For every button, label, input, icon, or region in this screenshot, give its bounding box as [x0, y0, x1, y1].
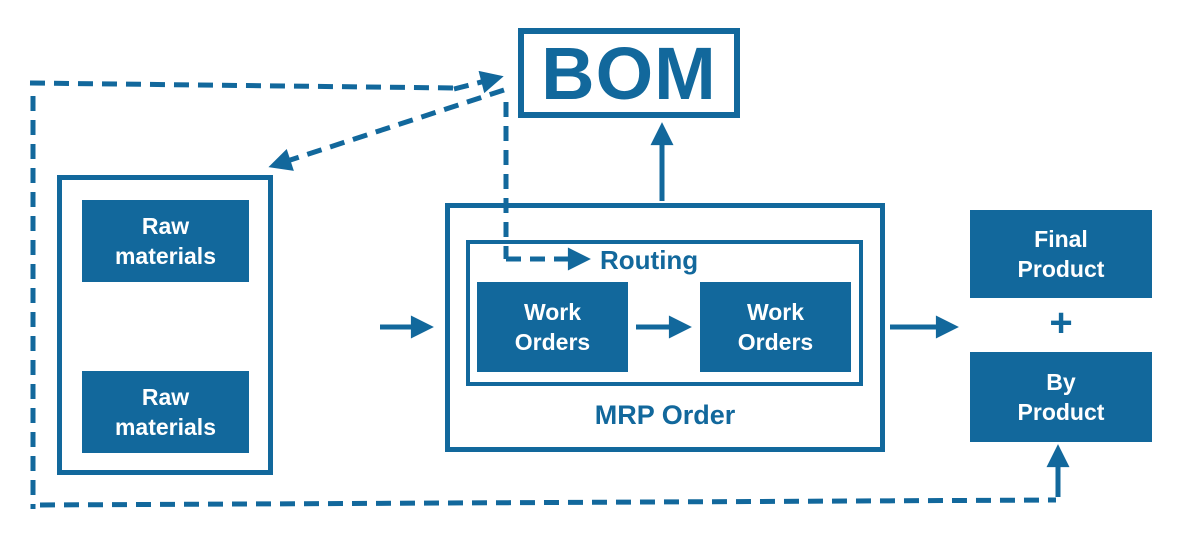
by-product-label: By Product [1017, 368, 1105, 425]
plus-sign: + [1049, 301, 1073, 345]
loop-top-dashed-line [29, 80, 455, 91]
bom-label: BOM [541, 31, 717, 115]
final-product-box: Final Product [970, 210, 1152, 298]
bom-box: BOM [518, 28, 740, 118]
loop-bottom-dashed-line [39, 497, 1057, 508]
raw-materials-label-1: Raw materials [114, 212, 216, 269]
raw-materials-label-2: Raw materials [114, 383, 216, 440]
raw-materials-box-2: Raw materials [82, 371, 249, 453]
by-product-box: By Product [970, 352, 1152, 442]
work-orders-label-2: Work Orders [737, 298, 814, 355]
work-orders-label-1: Work Orders [514, 298, 591, 355]
final-product-label: Final Product [1017, 225, 1105, 282]
work-orders-box-1: Work Orders [477, 282, 628, 372]
loop-arrow-into-bom [453, 70, 504, 94]
mrp-order-label: MRP Order [594, 400, 736, 430]
raw-materials-box-1: Raw materials [82, 200, 249, 282]
bom-to-raw-materials-dashed-arrow [268, 87, 505, 171]
routing-label: Routing [600, 245, 699, 275]
work-orders-box-2: Work Orders [700, 282, 851, 372]
